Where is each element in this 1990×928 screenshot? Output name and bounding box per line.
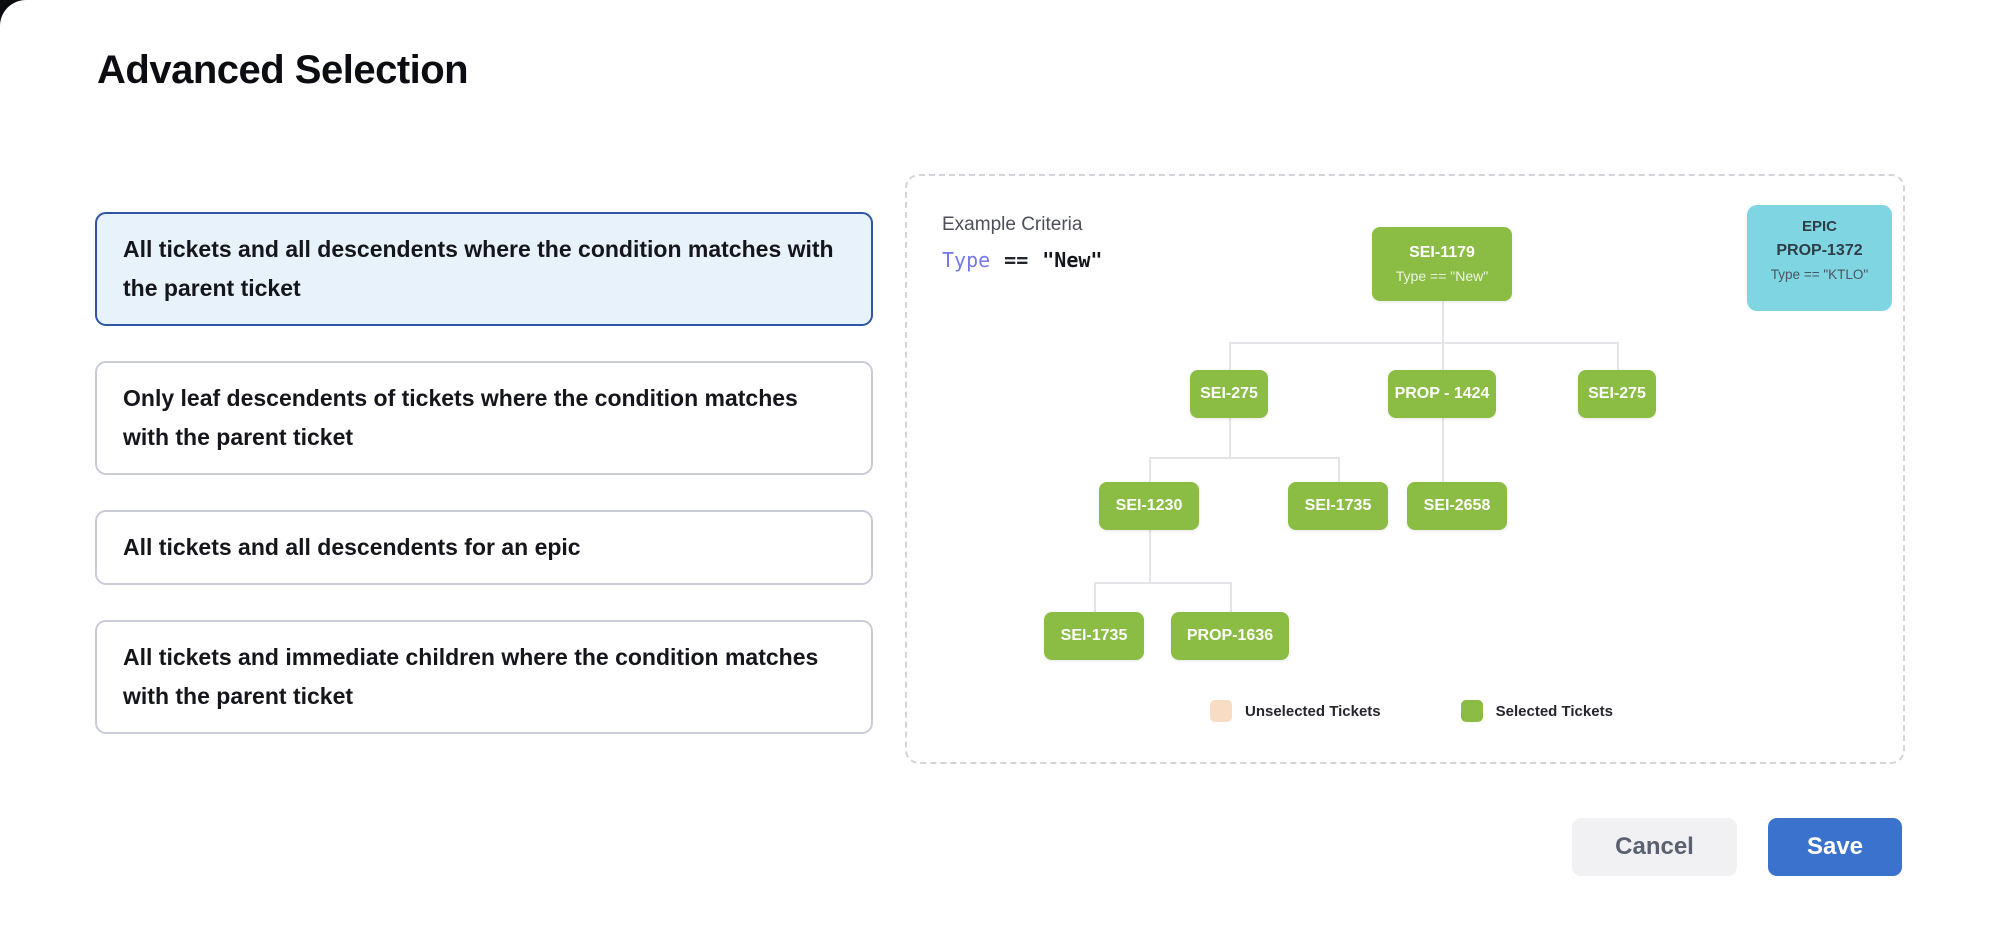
option-all-descendents-epic[interactable]: All tickets and all descendents for an e… — [95, 510, 873, 585]
epic-id: PROP-1372 — [1776, 242, 1863, 259]
ticket-id: SEI-1179 — [1409, 244, 1475, 261]
save-button[interactable]: Save — [1768, 818, 1902, 876]
option-label: Only leaf descendents of tickets where t… — [123, 385, 798, 450]
example-criteria-heading: Example Criteria — [942, 214, 1083, 235]
tree-connector — [1230, 582, 1232, 612]
ticket-node: PROP-1636 — [1171, 612, 1289, 660]
option-immediate-children-condition[interactable]: All tickets and immediate children where… — [95, 620, 873, 734]
option-leaf-descendents-condition[interactable]: Only leaf descendents of tickets where t… — [95, 361, 873, 475]
tree-connector — [1442, 301, 1444, 370]
selection-options-list: All tickets and all descendents where th… — [95, 212, 873, 769]
option-all-descendents-condition[interactable]: All tickets and all descendents where th… — [95, 212, 873, 326]
ticket-node: SEI-1735 — [1044, 612, 1144, 660]
criteria-field: Type — [942, 248, 991, 272]
ticket-node: PROP - 1424 — [1388, 370, 1496, 418]
tree-connector — [1442, 418, 1444, 482]
tree-connector — [1229, 418, 1231, 457]
cancel-button[interactable]: Cancel — [1572, 818, 1737, 876]
ticket-node: SEI-1735 — [1288, 482, 1388, 530]
selected-tickets-label: Selected Tickets — [1495, 702, 1613, 720]
ticket-condition: Type == "New" — [1395, 268, 1489, 284]
ticket-node: SEI-2658 — [1407, 482, 1507, 530]
unselected-tickets-label: Unselected Tickets — [1245, 702, 1381, 720]
tree-connector — [1229, 342, 1231, 370]
tree-connector — [1094, 582, 1230, 584]
ticket-node: SEI-275 — [1578, 370, 1656, 418]
page-title: Advanced Selection — [97, 48, 469, 92]
criteria-value: "New" — [1042, 248, 1103, 272]
tree-connector — [1338, 457, 1340, 482]
ticket-node-root: SEI-1179 Type == "New" — [1372, 227, 1512, 301]
epic-condition: Type == "KTLO" — [1770, 267, 1869, 282]
option-label: All tickets and all descendents where th… — [123, 236, 834, 301]
tree-connector — [1149, 457, 1151, 482]
epic-card: EPIC PROP-1372 Type == "KTLO" — [1747, 205, 1892, 311]
criteria-operator: == — [1004, 248, 1029, 272]
option-label: All tickets and all descendents for an e… — [123, 534, 581, 560]
example-criteria-expression: Type == "New" — [942, 248, 1102, 272]
selected-tickets-swatch — [1460, 700, 1483, 722]
tree-connector — [1229, 342, 1617, 344]
epic-type-label: EPIC — [1801, 218, 1837, 235]
unselected-tickets-swatch — [1210, 700, 1232, 722]
tree-legend: Unselected Tickets Selected Tickets — [1210, 700, 1693, 722]
tree-connector — [1094, 582, 1096, 612]
option-label: All tickets and immediate children where… — [123, 644, 819, 709]
example-panel: Example Criteria Type == "New" EPIC PROP-1… — [905, 174, 1905, 764]
tree-connector — [1617, 342, 1619, 370]
ticket-node: SEI-1230 — [1099, 482, 1199, 530]
tree-connector — [1149, 530, 1151, 582]
ticket-node: SEI-275 — [1190, 370, 1268, 418]
tree-connector — [1149, 457, 1338, 459]
